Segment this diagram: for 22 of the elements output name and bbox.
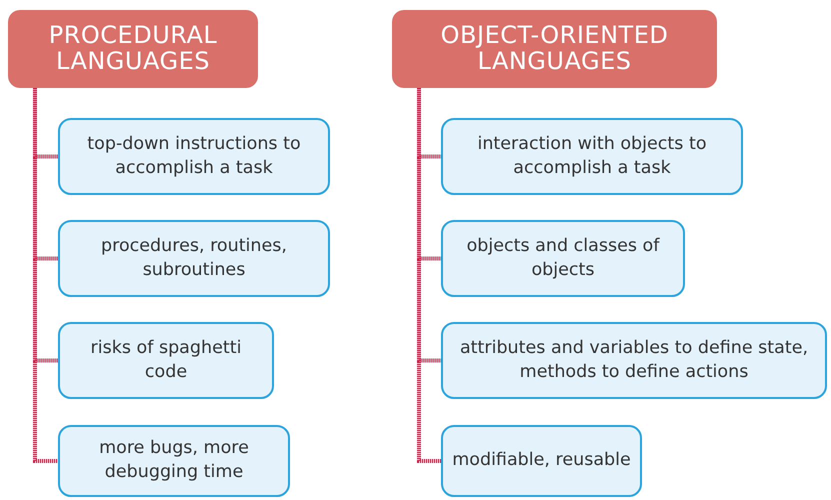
feature-box	[58, 220, 330, 297]
feature-box	[441, 220, 685, 297]
item-text: interaction with objects to accomplish a task	[476, 132, 708, 180]
category-header	[8, 10, 258, 88]
category-header	[392, 10, 717, 88]
item-text: more bugs, more debugging time	[98, 437, 250, 484]
item-text: modifiable, reusable	[452, 449, 631, 472]
item-text: top-down instructions to accomplish a task	[86, 132, 302, 180]
header-text: PROCEDURAL LANGUAGES	[48, 23, 218, 75]
feature-box	[441, 425, 642, 497]
connector-line	[417, 88, 441, 463]
item-text: attributes and variables to define state, methods to define actions	[458, 336, 810, 384]
feature-box	[58, 118, 330, 195]
item-text: risks of spaghetti code	[90, 336, 242, 384]
item-text: procedures, routines, subroutines	[100, 234, 288, 282]
header-text: OBJECT-ORIENTED LANGUAGES	[440, 23, 670, 75]
feature-box	[58, 322, 274, 399]
feature-box	[441, 322, 827, 399]
item-text: objects and classes of objects	[466, 234, 661, 282]
feature-box	[441, 118, 743, 195]
feature-box	[58, 425, 290, 497]
connector-line	[33, 88, 58, 463]
